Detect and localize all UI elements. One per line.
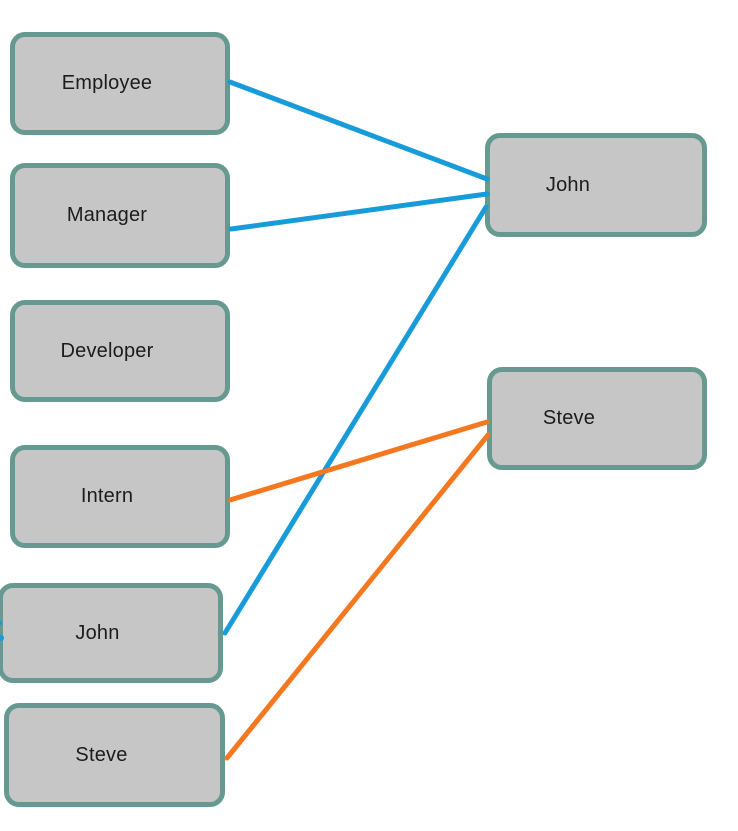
diagram-node-john-right[interactable]: John	[485, 133, 707, 237]
diagram-node-steve-right[interactable]: Steve	[487, 367, 707, 470]
node-label-john-right: John	[545, 173, 591, 196]
node-label-manager: Manager	[66, 204, 148, 226]
node-label-developer: Developer	[60, 339, 154, 362]
diagram-node-developer[interactable]: Developer	[10, 300, 230, 402]
node-label-steve-left: Steve	[75, 743, 128, 766]
diagram-node-intern[interactable]: Intern	[10, 445, 230, 548]
node-label-john-left: John	[75, 621, 120, 644]
node-label-employee: Employee	[61, 72, 153, 94]
node-label-intern: Intern	[80, 485, 134, 507]
diagram-node-john-left[interactable]: John	[0, 583, 223, 683]
diagram-node-manager[interactable]: Manager	[10, 163, 230, 268]
diagram-node-employee[interactable]: Employee	[10, 32, 230, 135]
diagram-node-steve-left[interactable]: Steve	[4, 703, 225, 807]
node-label-steve-right: Steve	[542, 407, 596, 429]
